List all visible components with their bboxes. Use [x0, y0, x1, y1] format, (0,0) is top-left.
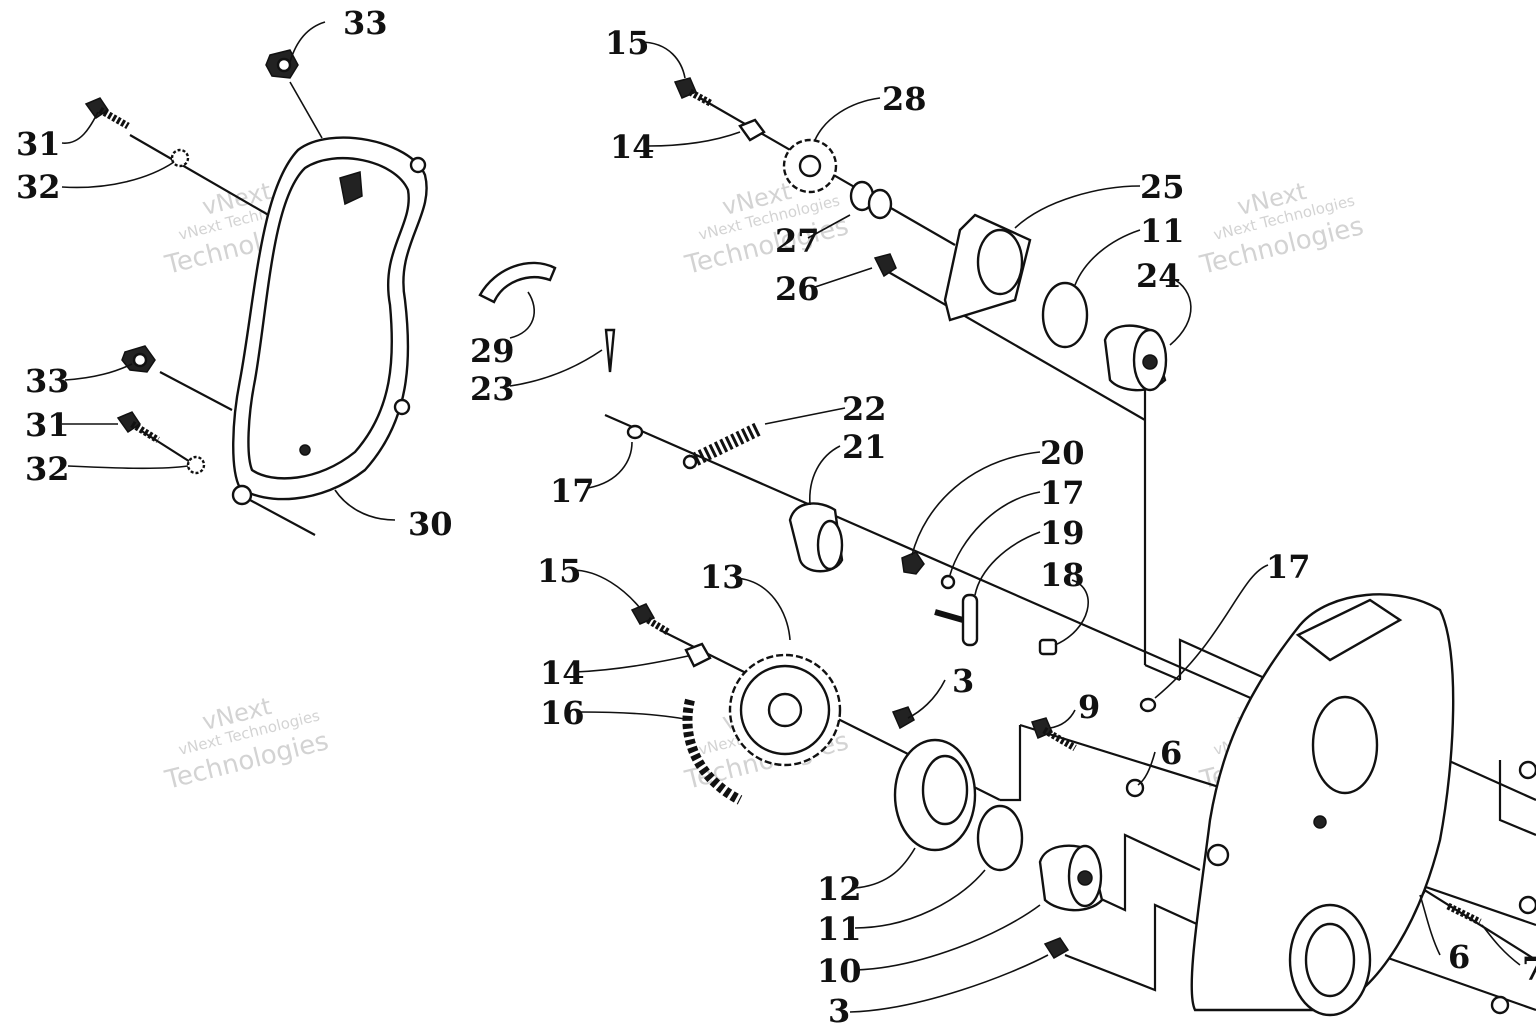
callout-18: 18 — [1040, 556, 1085, 594]
callout-25: 25 — [1140, 168, 1185, 206]
bolt-31-top — [84, 97, 130, 130]
chain-case-housing — [1190, 593, 1536, 1017]
washer-17-right — [1139, 697, 1157, 713]
bearing-flange-12 — [893, 738, 977, 852]
callout-10: 10 — [817, 952, 862, 990]
callout-14: 14 — [540, 654, 585, 692]
callout-13: 13 — [700, 558, 745, 596]
callout-6: 6 — [1448, 938, 1470, 976]
callout-24: 24 — [1136, 257, 1181, 295]
washer-17-left — [626, 424, 644, 440]
sprocket-28 — [782, 138, 838, 194]
seal-11-bottom — [976, 804, 1024, 872]
bolt-7 — [1446, 902, 1482, 926]
leader-lines — [61, 21, 1521, 1013]
callout-28: 28 — [882, 80, 927, 118]
nut-33-mid — [121, 345, 156, 373]
sprocket-13 — [728, 653, 842, 767]
tensioner-shoe-29 — [478, 261, 557, 304]
callout-29: 29 — [470, 332, 515, 370]
lock-washer-32-mid — [186, 455, 206, 475]
callout-11: 11 — [817, 910, 862, 948]
callout-16: 16 — [540, 694, 585, 732]
nut-33-top — [265, 49, 299, 79]
nut-3-bottom — [1043, 937, 1070, 960]
nut-3-top — [891, 706, 915, 730]
callout-9: 9 — [1078, 688, 1100, 726]
callout-7: 7 — [1522, 950, 1536, 988]
lock-washer-32-top — [170, 148, 190, 168]
callout-6: 6 — [1160, 734, 1182, 772]
callout-12: 12 — [817, 870, 862, 908]
callout-22: 22 — [842, 390, 887, 428]
callout-17: 17 — [550, 472, 595, 510]
chain-case-cover-30 — [231, 136, 428, 506]
callout-20: 20 — [1040, 434, 1085, 472]
callout-15: 15 — [537, 552, 582, 590]
callout-17: 17 — [1266, 548, 1311, 586]
shim-27 — [849, 180, 893, 220]
callout-19: 19 — [1040, 514, 1085, 552]
cotter-pin-23 — [604, 328, 616, 373]
nut-20 — [901, 551, 925, 575]
callout-27: 27 — [775, 222, 820, 260]
bolt-31-mid — [116, 411, 160, 443]
bearing-10 — [1038, 844, 1104, 912]
callout-21: 21 — [842, 428, 887, 466]
callout-32: 32 — [25, 450, 70, 488]
callout-32: 32 — [16, 168, 61, 206]
callout-23: 23 — [470, 370, 515, 408]
callout-15: 15 — [605, 24, 650, 62]
bearing-24 — [1103, 324, 1168, 392]
bolt-15-bottom — [630, 603, 670, 636]
bolt-15-top — [673, 77, 714, 108]
callout-31: 31 — [16, 125, 61, 163]
callout-26: 26 — [775, 270, 820, 308]
bearing-flange-25 — [943, 213, 1032, 322]
callout-3: 3 — [828, 992, 850, 1024]
tensioner-arm-19 — [934, 593, 979, 647]
washer-17-center — [940, 574, 956, 590]
spring-22 — [682, 421, 764, 470]
seal-11-top — [1041, 281, 1089, 349]
callout-3: 3 — [952, 662, 974, 700]
callout-33: 33 — [25, 362, 70, 400]
callout-11: 11 — [1140, 212, 1185, 250]
bolt-9 — [1031, 717, 1077, 752]
callout-31: 31 — [25, 406, 70, 444]
washer-14-top — [738, 118, 766, 142]
tensioner-roller-21 — [788, 502, 844, 573]
bushing-18 — [1038, 638, 1058, 656]
callout-14: 14 — [610, 128, 655, 166]
callout-labels: 33 31 32 33 31 32 30 29 23 17 22 21 15 1… — [16, 4, 1536, 1024]
nut-26 — [873, 253, 897, 278]
callout-17: 17 — [1040, 474, 1085, 512]
washer-14-bottom — [684, 642, 712, 668]
drive-chain-16 — [682, 698, 743, 805]
callout-33: 33 — [343, 4, 388, 42]
callout-30: 30 — [408, 505, 453, 543]
